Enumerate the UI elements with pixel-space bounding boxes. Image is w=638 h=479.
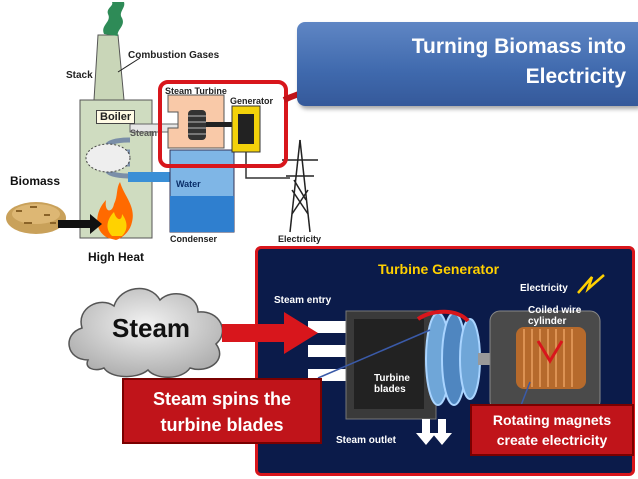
magnets-callout-line2: create electricity <box>496 432 608 448</box>
steam-cloud-label: Steam <box>112 313 191 343</box>
water-label: Water <box>176 179 201 189</box>
biomass-label: Biomass <box>10 174 61 188</box>
electricity-pylon <box>282 139 318 233</box>
steam-outlet-label: Steam outlet <box>336 435 397 446</box>
flame-icon <box>97 182 133 240</box>
steam-cloud <box>68 287 224 378</box>
turbine-blades-label: Turbine blades <box>374 373 410 395</box>
steam-label: Steam <box>130 128 158 138</box>
coiled-wire-line2: cylinder <box>528 316 567 327</box>
title-banner: Turning Biomass into Electricity <box>297 22 638 106</box>
electricity-panel-label: Electricity <box>520 283 568 294</box>
turbine-blades-line2: blades <box>374 384 406 395</box>
boiler-label: Boiler <box>96 110 136 124</box>
rotation-arrow <box>416 309 470 323</box>
magnets-callout: Rotating magnets create electricity <box>470 404 634 456</box>
boiler-steam-cloud <box>85 143 131 173</box>
biomass-feed-arrow <box>58 214 102 234</box>
turbine-generator-panel: Turbine Generator Steam entry Electricit… <box>255 246 635 476</box>
steam-outlet-arrows <box>416 419 452 445</box>
steam-turbine-label: Steam Turbine <box>165 86 227 96</box>
steam-flow-arrow <box>222 312 318 354</box>
blades-callout-line1: Steam spins the <box>152 389 292 409</box>
high-heat-label: High Heat <box>88 250 145 264</box>
page-title: Turning Biomass into Electricity <box>411 35 626 88</box>
blades-callout-line2: turbine blades <box>160 415 284 435</box>
turbine-rotor <box>188 110 206 140</box>
steam-entry-label: Steam entry <box>274 295 332 306</box>
combustion-gases-label: Combustion Gases <box>128 50 220 61</box>
condenser-label: Condenser <box>170 234 218 244</box>
combustion-gas-plume <box>103 2 125 36</box>
blades-callout: Steam spins the turbine blades <box>122 378 322 444</box>
turbine-generator-title: Turbine Generator <box>378 261 500 277</box>
power-plant-diagram <box>6 2 340 240</box>
turbine-generator-illustration <box>308 274 605 445</box>
turbine-blades <box>425 312 481 406</box>
electricity-label: Electricity <box>278 234 322 244</box>
generator-label: Generator <box>230 96 274 106</box>
turbine-highlight <box>158 80 288 168</box>
magnets-callout-line1: Rotating magnets <box>492 412 612 428</box>
electricity-bolt-icon <box>577 274 605 294</box>
turbine-blades-line1: Turbine <box>374 373 410 384</box>
coiled-wire-line1: Coiled wire <box>528 305 582 316</box>
coiled-wire-label: Coiled wire cylinder <box>528 305 581 327</box>
stack-label: Stack <box>66 70 93 81</box>
